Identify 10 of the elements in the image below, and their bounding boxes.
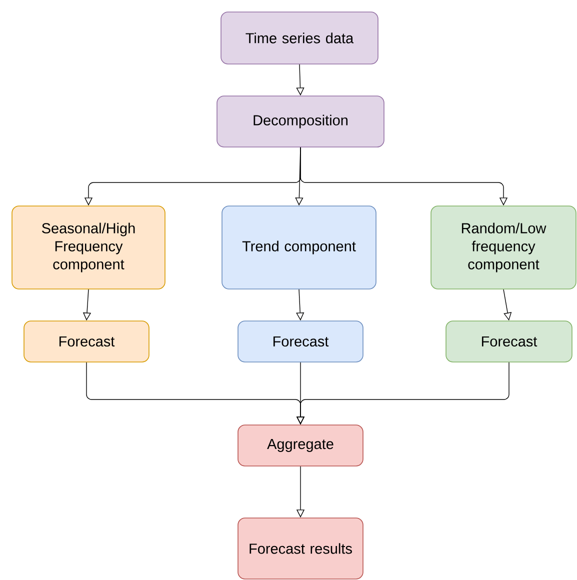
- result-box: Forecast results: [238, 518, 364, 580]
- process-box: Decomposition: [216, 96, 384, 148]
- component-box: Random/Low frequency component: [430, 206, 576, 290]
- component-box: Trend component: [222, 206, 376, 290]
- data-box: Time series data: [220, 12, 378, 64]
- forecast-box: Forecast: [238, 320, 364, 362]
- component-box: Seasonal/High Frequency component: [12, 206, 166, 290]
- aggregate-box: Aggregate: [238, 424, 364, 466]
- forecast-box: Forecast: [24, 320, 150, 362]
- forecast-box: Forecast: [446, 320, 572, 362]
